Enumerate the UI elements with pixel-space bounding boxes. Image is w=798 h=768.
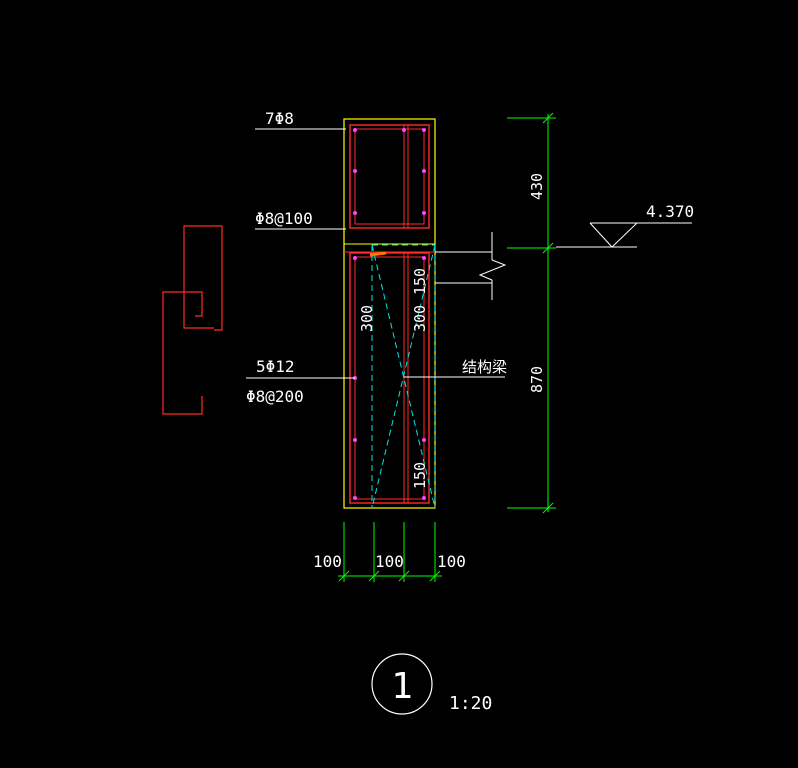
bottom-stirrups-label: Φ8@200 xyxy=(246,387,304,406)
leader-lines xyxy=(246,128,505,379)
top-bar-dots xyxy=(353,128,426,215)
beam-note-label: 结构梁 xyxy=(462,358,507,376)
top-stirrup-inner xyxy=(354,128,425,225)
concrete-outline xyxy=(343,118,436,509)
bottom-bars-label: 5Φ12 xyxy=(256,357,295,376)
dim-width-3: 100 xyxy=(437,552,466,571)
elevation-label: 4.370 xyxy=(646,202,694,221)
elevation-marker xyxy=(556,222,692,248)
detail-number: 1 xyxy=(391,666,413,707)
dim-870-label: 870 xyxy=(528,366,546,393)
dim-150-top-label: 150 xyxy=(411,268,429,295)
detail-circle xyxy=(371,653,433,715)
dim-width-1: 100 xyxy=(313,552,342,571)
stirrup-detail xyxy=(162,225,223,415)
top-bars-label: 7Φ8 xyxy=(265,109,294,128)
dim-300-right-label: 300 xyxy=(411,305,429,332)
top-stirrup xyxy=(349,124,430,229)
dim-150-bottom-label: 150 xyxy=(411,462,429,489)
vertical-dimension xyxy=(507,112,556,514)
horizontal-dimension xyxy=(338,522,442,582)
top-stirrups-label: Φ8@100 xyxy=(255,209,313,228)
dim-300-left-label: 300 xyxy=(358,305,376,332)
anchor-hook xyxy=(369,251,387,257)
dim-width-2: 100 xyxy=(375,552,404,571)
dim-430-label: 430 xyxy=(528,173,546,200)
scale-label: 1:20 xyxy=(449,693,492,714)
slab-break-line xyxy=(435,232,507,300)
